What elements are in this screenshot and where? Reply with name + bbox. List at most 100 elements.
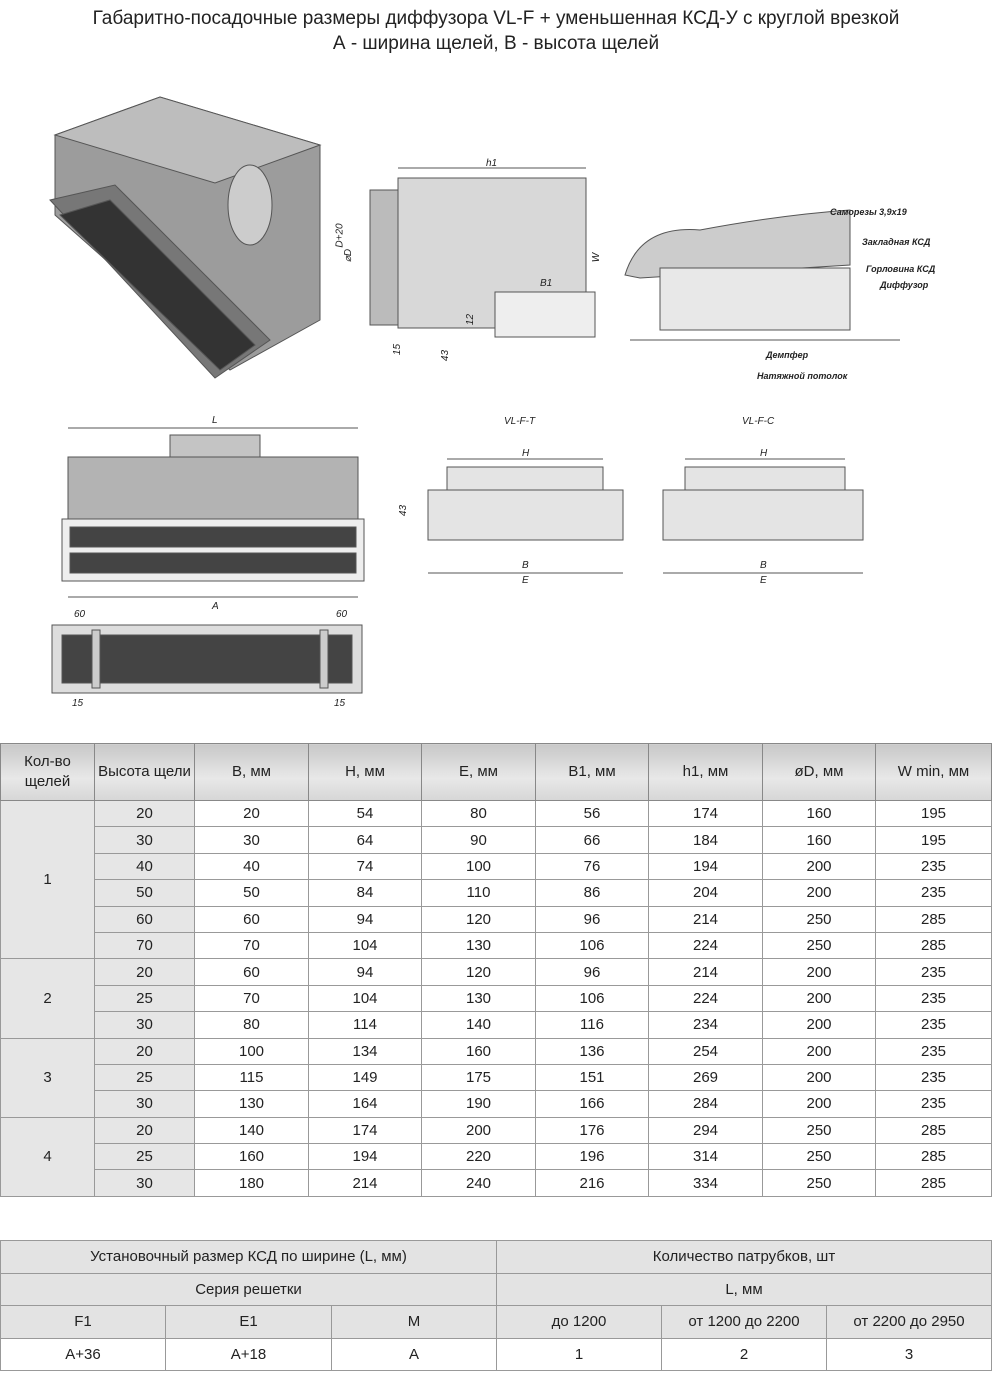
t2-count: 3 <box>826 1337 992 1371</box>
side-view <box>369 167 596 338</box>
table-cell: 130 <box>421 984 536 1013</box>
table-cell: 106 <box>535 984 649 1013</box>
table-cell: 134 <box>308 1037 422 1065</box>
table-cell: 235 <box>875 958 992 986</box>
column-header: øD, мм <box>762 743 876 801</box>
table-cell: 20 <box>94 1037 195 1065</box>
table-cell: 200 <box>762 1011 876 1039</box>
table-cell: 20 <box>94 1116 195 1145</box>
table-cell: 160 <box>421 1037 536 1065</box>
table-cell: 180 <box>194 1169 309 1197</box>
dim-A: A <box>212 601 219 612</box>
table-cell: 224 <box>648 984 763 1013</box>
table-cell: 214 <box>648 958 763 986</box>
table-cell: 235 <box>875 852 992 881</box>
table-cell: 235 <box>875 1090 992 1118</box>
table-cell: 151 <box>535 1063 649 1092</box>
table-cell: 214 <box>648 905 763 933</box>
callout-embedded: Закладная КСД <box>862 237 931 247</box>
table-cell: 250 <box>762 1116 876 1145</box>
table-cell: 50 <box>194 879 309 907</box>
slot-count-cell: 3 <box>0 1037 95 1118</box>
table-cell: 56 <box>535 799 649 828</box>
table-cell: 220 <box>421 1143 536 1171</box>
t2-series: M <box>331 1305 497 1339</box>
table-cell: 114 <box>308 1011 422 1039</box>
table-cell: 66 <box>535 826 649 854</box>
table-cell: 50 <box>94 879 195 907</box>
table-cell: 250 <box>762 905 876 933</box>
column-header: h1, мм <box>648 743 763 801</box>
table-cell: 96 <box>535 958 649 986</box>
table-cell: 64 <box>308 826 422 854</box>
table-cell: 200 <box>762 984 876 1013</box>
t2-count: 1 <box>496 1337 662 1371</box>
t2-series: E1 <box>165 1305 332 1339</box>
column-header: H, мм <box>308 743 422 801</box>
dim-15: 15 <box>392 343 404 356</box>
table-cell: 20 <box>94 958 195 986</box>
table-cell: 200 <box>762 852 876 881</box>
dim-L: L <box>212 415 218 426</box>
table-cell: 116 <box>535 1011 649 1039</box>
table-cell: 195 <box>875 826 992 854</box>
table-cell: 30 <box>94 826 195 854</box>
table-cell: 70 <box>94 931 195 960</box>
dim-d20: D+20 <box>334 223 346 248</box>
table-cell: 254 <box>648 1037 763 1065</box>
t2-left-header: Установочный размер КСД по ширине (L, мм… <box>0 1240 497 1274</box>
t2-l-label: L, мм <box>496 1272 992 1306</box>
t2-range: от 2200 до 2950 <box>826 1305 992 1339</box>
dim-B-t: B <box>522 560 529 571</box>
table-cell: 200 <box>762 879 876 907</box>
table-cell: 54 <box>308 799 422 828</box>
slot-count-cell: 1 <box>0 799 95 960</box>
table-cell: 30 <box>94 1090 195 1118</box>
table-cell: 149 <box>308 1063 422 1092</box>
table-cell: 250 <box>762 1169 876 1197</box>
dim-B-c: B <box>760 560 767 571</box>
table-cell: 100 <box>421 852 536 881</box>
table-cell: 106 <box>535 931 649 960</box>
table-cell: 136 <box>535 1037 649 1065</box>
table-cell: 250 <box>762 931 876 960</box>
dim-W: W <box>591 252 603 263</box>
table-cell: 100 <box>194 1037 309 1065</box>
table-cell: 30 <box>94 1011 195 1039</box>
table-cell: 235 <box>875 984 992 1013</box>
t2-series-label: Серия решетки <box>0 1272 497 1306</box>
column-header: W min, мм <box>875 743 992 801</box>
table-cell: 104 <box>308 931 422 960</box>
table-cell: 174 <box>648 799 763 828</box>
t2-size: A+18 <box>165 1337 332 1371</box>
dim-B1: B1 <box>540 278 553 289</box>
column-header: Кол-во щелей <box>0 743 95 801</box>
table-cell: 235 <box>875 879 992 907</box>
table-cell: 96 <box>535 905 649 933</box>
table-cell: 294 <box>648 1116 763 1145</box>
dim-E-t: E <box>522 575 529 586</box>
dim-phiD: ⌀D <box>343 248 355 263</box>
table-cell: 120 <box>421 958 536 986</box>
t2-size: A+36 <box>0 1337 166 1371</box>
section-vl-f-c <box>662 458 864 574</box>
table-cell: 234 <box>648 1011 763 1039</box>
t2-range: до 1200 <box>496 1305 662 1339</box>
callout-screws: Саморезы 3,9х19 <box>830 207 907 217</box>
table-cell: 214 <box>308 1169 422 1197</box>
table-cell: 200 <box>762 1037 876 1065</box>
table-cell: 174 <box>308 1116 422 1145</box>
table-cell: 269 <box>648 1063 763 1092</box>
slot-count-cell: 2 <box>0 958 95 1039</box>
